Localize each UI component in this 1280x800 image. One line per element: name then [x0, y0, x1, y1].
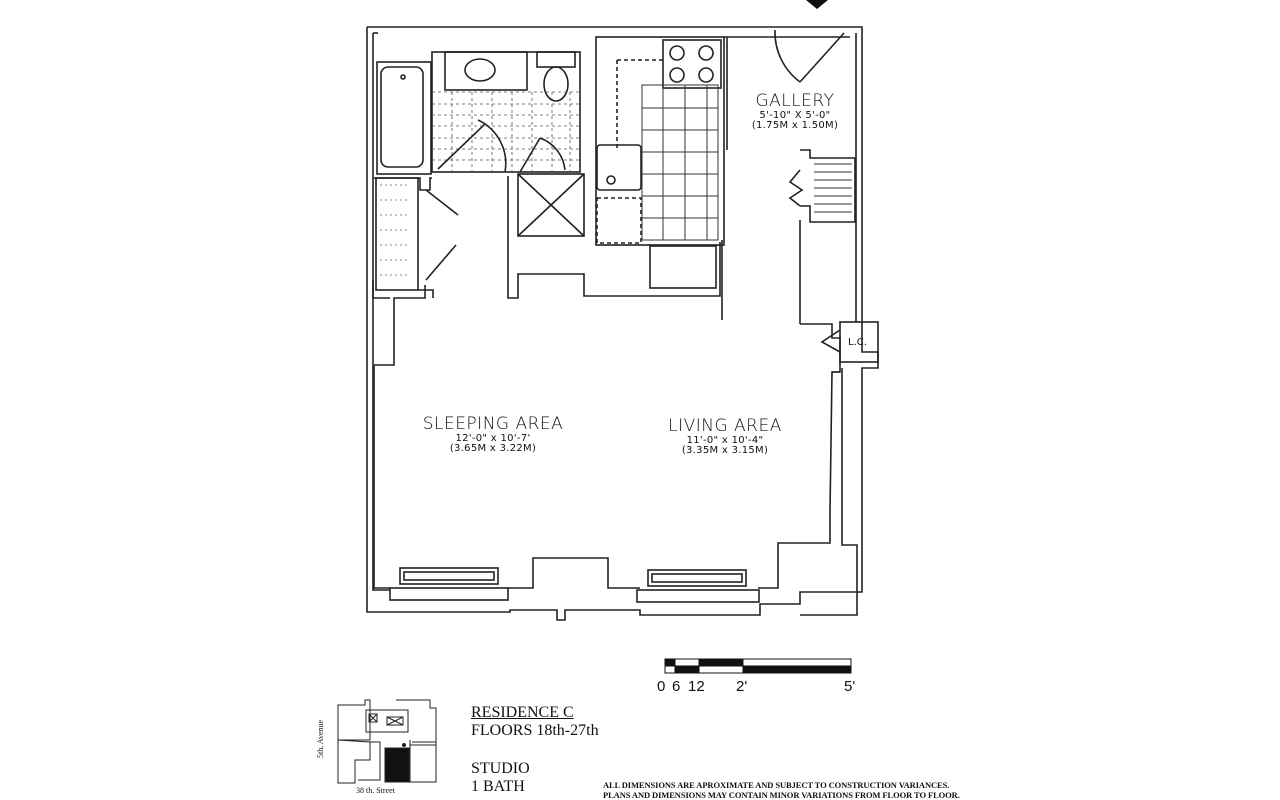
disclaimer-line: ALL DIMENSIONS ARE APROXIMATE AND SUBJEC…	[603, 780, 950, 790]
scale-label: 6	[672, 678, 681, 695]
bath-count: 1 BATH	[471, 778, 525, 795]
scale-label: 2'	[736, 678, 748, 695]
room-dimension-metric: (3.35M x 3.15M)	[681, 445, 769, 457]
room-label-sleeping-area: SLEEPING AREA 12'-0" x 10'-7' (3.65M x 3…	[413, 414, 573, 455]
disclaimer-line: PLANS AND DIMENSIONS MAY CONTAIN MINOR V…	[603, 790, 960, 800]
scale-bar-labels: 0 6 12 2' 5'	[654, 678, 864, 698]
room-name: GALLERY	[755, 91, 835, 111]
room-name: LIVING AREA	[668, 416, 782, 436]
room-label-living-area: LIVING AREA 11'-0" x 10'-4" (3.35M x 3.1…	[650, 416, 800, 457]
linen-closet-label: L.C.	[848, 337, 867, 348]
room-label-gallery: GALLERY 5'-10" X 5'-0" (1.75M x 1.50M)	[735, 91, 855, 132]
keyplan-street-label: 38 th. Street	[356, 786, 395, 795]
floors-label: FLOORS 18th-27th	[471, 722, 599, 739]
scale-label: 12	[688, 678, 705, 695]
scale-bar	[664, 658, 852, 674]
room-dimension-imperial: 5'-10" X 5'-0"	[759, 109, 831, 121]
room-dimension-imperial: 12'-0" x 10'-7'	[455, 432, 531, 444]
scale-label: 5'	[844, 678, 856, 695]
title-block: RESIDENCE C FLOORS 18th-27th STUDIO 1 BA…	[471, 704, 599, 796]
residence-title: RESIDENCE C	[471, 704, 574, 721]
north-arrow-icon	[806, 0, 828, 9]
room-name: SLEEPING AREA	[422, 414, 564, 434]
key-plan	[337, 699, 437, 784]
room-dimension-metric: (3.65M x 3.22M)	[449, 443, 537, 455]
disclaimer: ALL DIMENSIONS ARE APROXIMATE AND SUBJEC…	[603, 780, 960, 800]
room-dimension-metric: (1.75M x 1.50M)	[751, 120, 839, 132]
keyplan-avenue-label: 5th. Avenue	[316, 719, 325, 758]
scale-label: 0	[657, 678, 666, 695]
room-dimension-imperial: 11'-0" x 10'-4"	[686, 434, 764, 446]
unit-type: STUDIO	[471, 760, 530, 777]
